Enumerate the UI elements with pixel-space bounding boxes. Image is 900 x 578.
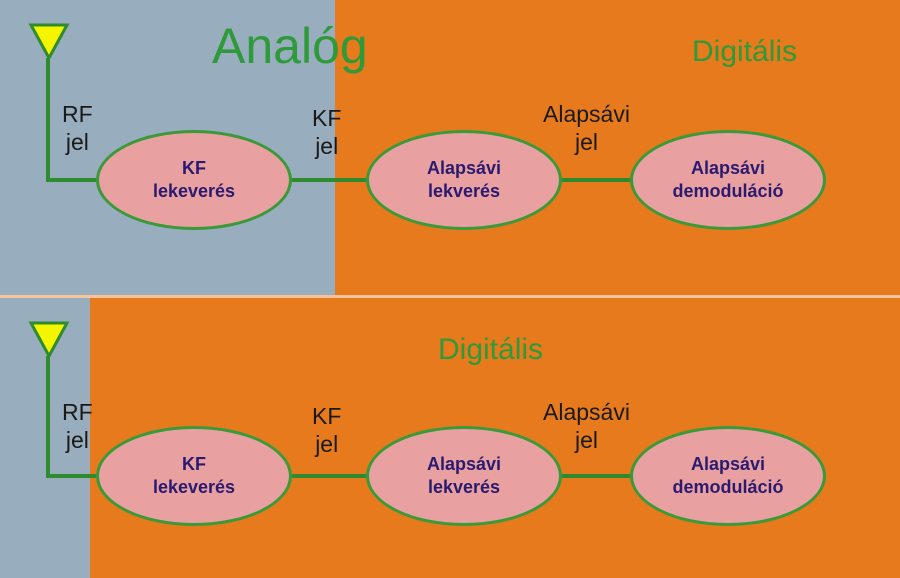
baseband-demodulation-node: Alapsávi demoduláció xyxy=(630,426,826,526)
antenna-icon xyxy=(28,321,70,360)
kf-signal-label: KF jel xyxy=(312,105,342,159)
baseband-demodulation-node: Alapsávi demoduláció xyxy=(630,130,826,230)
rf-signal-wire xyxy=(46,178,98,182)
rf-signal-label: RF jel xyxy=(62,399,93,453)
baseband-signal-label: Alapsávi jel xyxy=(543,399,630,453)
bottom-receiver-panel: Digitális RF jel KF jel Alapsávi jel KF … xyxy=(0,298,900,578)
kf-signal-label: KF jel xyxy=(312,403,342,457)
panel-divider xyxy=(0,295,900,298)
baseband-signal-wire xyxy=(560,474,632,478)
analog-region-title: Analóg xyxy=(212,18,368,74)
baseband-signal-wire xyxy=(560,178,632,182)
antenna-mast-wire xyxy=(46,58,50,182)
rf-signal-wire xyxy=(46,474,98,478)
top-receiver-panel: Analóg Digitális RF jel KF jel Alapsávi … xyxy=(0,0,900,295)
kf-signal-wire xyxy=(292,474,368,478)
antenna-mast-wire xyxy=(46,356,50,478)
baseband-signal-label: Alapsávi jel xyxy=(543,101,630,155)
rf-signal-label: RF jel xyxy=(62,101,93,155)
kf-signal-wire xyxy=(292,178,368,182)
kf-downconversion-node: KF lekeverés xyxy=(96,426,292,526)
antenna-icon xyxy=(28,23,70,62)
digital-region-title: Digitális xyxy=(692,35,798,68)
kf-downconversion-node: KF lekeverés xyxy=(96,130,292,230)
digital-region-title: Digitális xyxy=(438,333,544,366)
baseband-downconversion-node: Alapsávi lekverés xyxy=(366,130,562,230)
baseband-downconversion-node: Alapsávi lekverés xyxy=(366,426,562,526)
